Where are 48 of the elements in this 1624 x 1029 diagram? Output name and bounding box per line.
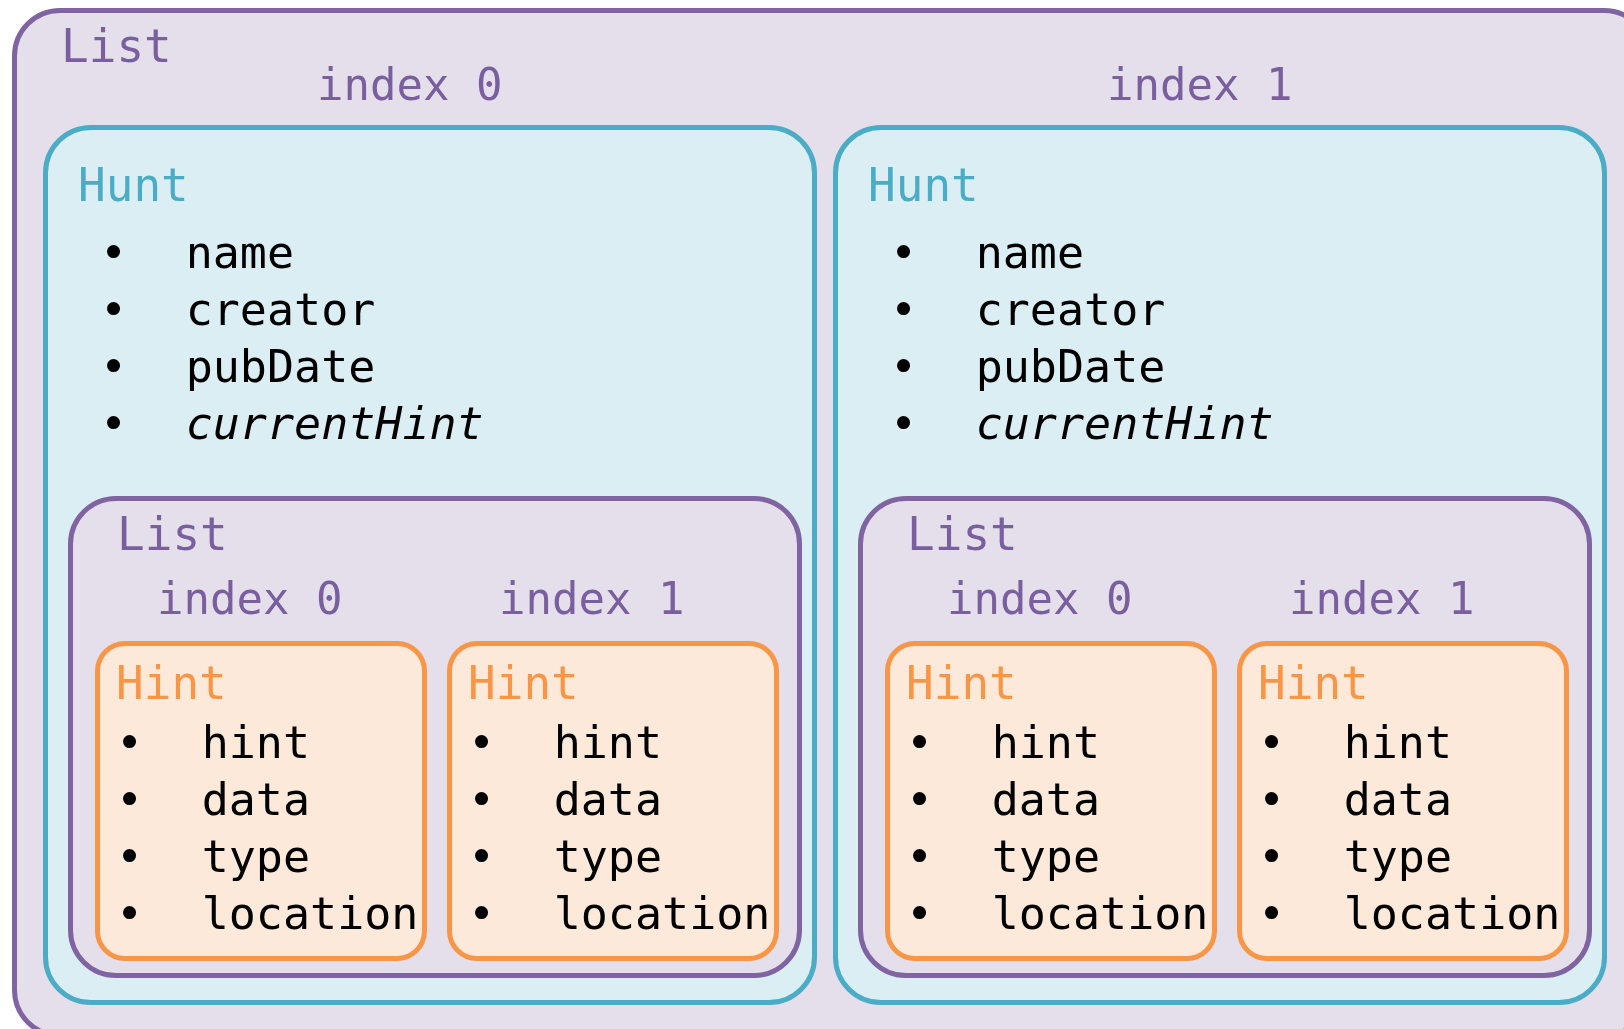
index-label: index 1 bbox=[1289, 573, 1475, 625]
list-container bbox=[858, 496, 1592, 978]
list-item: • data bbox=[1258, 772, 1454, 828]
index-label: index 1 bbox=[499, 573, 685, 625]
box-title: List bbox=[61, 19, 172, 73]
list-item: • pubDate bbox=[890, 339, 1167, 395]
index-label: index 0 bbox=[947, 573, 1133, 625]
list-item: • hint bbox=[116, 715, 312, 771]
box-title: Hunt bbox=[78, 158, 189, 212]
index-label: index 0 bbox=[317, 59, 503, 111]
list-item: • hint bbox=[468, 715, 664, 771]
box-title: Hunt bbox=[868, 158, 979, 212]
list-item: • pubDate bbox=[100, 339, 377, 395]
list-item: • data bbox=[116, 772, 312, 828]
list-item: • location bbox=[116, 886, 419, 942]
card bbox=[1237, 641, 1569, 961]
list-item: • currentHint bbox=[100, 396, 484, 452]
card bbox=[885, 641, 1217, 961]
box-title: Hint bbox=[1258, 656, 1369, 710]
list-item: • hint bbox=[1258, 715, 1454, 771]
list-item: • location bbox=[1258, 886, 1561, 942]
box-title: Hint bbox=[468, 656, 579, 710]
list-item: • type bbox=[906, 829, 1102, 885]
list-item: • creator bbox=[100, 282, 377, 338]
list-item: • type bbox=[1258, 829, 1454, 885]
list-item: • type bbox=[468, 829, 664, 885]
list-item: • location bbox=[906, 886, 1209, 942]
list-container bbox=[68, 496, 802, 978]
box-title: Hint bbox=[116, 656, 227, 710]
index-label: index 1 bbox=[1107, 59, 1293, 111]
index-label: index 0 bbox=[157, 573, 343, 625]
list-item: • data bbox=[468, 772, 664, 828]
box-title: Hint bbox=[906, 656, 1017, 710]
list-item: • name bbox=[100, 225, 296, 281]
card bbox=[95, 641, 427, 961]
card bbox=[447, 641, 779, 961]
list-item: • hint bbox=[906, 715, 1102, 771]
panel bbox=[833, 125, 1607, 1005]
list-container bbox=[12, 8, 1624, 1029]
box-title: List bbox=[907, 507, 1018, 561]
list-item: • name bbox=[890, 225, 1086, 281]
list-item: • location bbox=[468, 886, 771, 942]
list-item: • data bbox=[906, 772, 1102, 828]
list-item: • currentHint bbox=[890, 396, 1274, 452]
list-item: • type bbox=[116, 829, 312, 885]
panel bbox=[43, 125, 817, 1005]
list-item: • creator bbox=[890, 282, 1167, 338]
box-title: List bbox=[117, 507, 228, 561]
